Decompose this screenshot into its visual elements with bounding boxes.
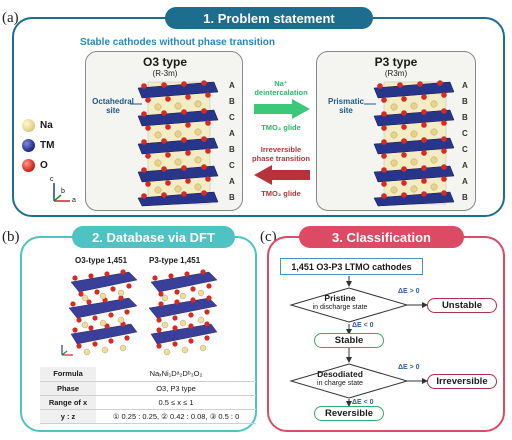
table-key: Formula <box>40 367 96 382</box>
o3-database-structure <box>68 269 138 356</box>
reversible-node: Reversible <box>314 406 384 421</box>
start-node: 1,451 O3-P3 LTMO cathodes <box>280 258 423 275</box>
desodiated-title: Desodiated <box>317 369 363 379</box>
p3-stack-2: B <box>462 97 468 106</box>
table-key: Phase <box>40 381 96 396</box>
o3-stack-1: A <box>229 81 235 90</box>
reverse-arrow-label-1: Irreversible <box>260 145 302 154</box>
table-value: NaₓNi₁Dᵃ₂Dᵇ₃O₂ <box>96 367 256 382</box>
p3-stack-6: A <box>462 161 468 170</box>
delta-positive-1: ΔE > 0 <box>398 288 420 295</box>
legend-tm-label: TM <box>40 140 55 151</box>
p3-title: P3 type <box>374 55 418 69</box>
p3-count-label: P3-type 1,451 <box>149 256 201 265</box>
o3-crystal-structure <box>137 80 219 207</box>
o3-title: O3 type <box>142 55 187 69</box>
prismatic-site-label: Prismatic site <box>327 97 365 115</box>
p3-space-group: (R3m) <box>384 69 408 78</box>
p3-stack-8: B <box>462 193 468 202</box>
o3-stack-7: A <box>229 177 235 186</box>
reverse-arrow-icon <box>254 165 310 185</box>
legend-o-label: O <box>40 160 48 171</box>
table-row: Formula NaₓNi₁Dᵃ₂Dᵇ₃O₂ <box>40 367 256 382</box>
panel-a-letter: (a) <box>2 10 19 26</box>
desodiated-sub: in charge state <box>317 380 363 387</box>
o3-space-group: (R-3m) <box>152 69 178 78</box>
stable-node: Stable <box>314 333 384 348</box>
database-axis-icon <box>61 345 73 356</box>
p3-stack-7: A <box>462 177 468 186</box>
table-value: ① 0.25 : 0.25, ② 0.42 : 0.08, ③ 0.5 : 0 <box>96 409 256 424</box>
reverse-arrow-label-2: phase transition <box>252 154 310 163</box>
axis-c-label: c <box>50 176 54 183</box>
table-row: y : z ① 0.25 : 0.25, ② 0.42 : 0.08, ③ 0.… <box>40 409 256 424</box>
o3-stack-6: C <box>229 161 235 170</box>
o3-count-label: O3-type 1,451 <box>75 256 128 265</box>
delta-positive-2: ΔE > 0 <box>398 364 420 371</box>
p3-database-structure <box>148 269 218 356</box>
pristine-title: Pristine <box>324 293 356 303</box>
classification-title: 3. Classification <box>299 226 464 248</box>
o3-stack-3: C <box>229 113 235 122</box>
unstable-node: Unstable <box>427 298 497 313</box>
table-row: Range of x 0.5 ≤ x ≤ 1 <box>40 395 256 410</box>
prismatic-site-pointer-icon <box>364 103 376 105</box>
desodiated-decision: Desodiated in charge state <box>309 369 371 389</box>
o-atom-icon <box>22 159 35 172</box>
irreversible-node: Irreversible <box>427 374 497 389</box>
delta-negative-2: ΔE < 0 <box>352 399 374 406</box>
axis-b-label: b <box>61 188 65 195</box>
o3-stack-2: B <box>229 97 235 106</box>
p3-stack-4: C <box>462 129 468 138</box>
table-key: y : z <box>40 409 96 424</box>
forward-arrow-label-2: deintercalation <box>254 88 308 97</box>
axis-triad-icon <box>53 183 70 202</box>
table-value: 0.5 ≤ x ≤ 1 <box>96 395 256 410</box>
legend-na-label: Na <box>40 120 53 131</box>
table-key: Range of x <box>40 395 96 410</box>
p3-stack-3: B <box>462 113 468 122</box>
o3-stack-4: A <box>229 129 235 138</box>
na-atom-icon <box>22 119 35 132</box>
flowchart-connectors <box>289 276 428 407</box>
forward-arrow-label-1: Na⁺ <box>274 79 288 88</box>
p3-stack-5: C <box>462 145 468 154</box>
table-row: Phase O3, P3 type <box>40 381 256 396</box>
reverse-arrow-label-3: TMO₂ glide <box>261 189 301 198</box>
delta-negative-1: ΔE < 0 <box>352 322 374 329</box>
problem-statement-title: 1. Problem statement <box>165 7 373 29</box>
o3-stack-8: B <box>229 193 235 202</box>
forward-arrow-icon <box>254 99 310 119</box>
tm-atom-icon <box>22 139 35 152</box>
axis-a-label: a <box>72 197 76 204</box>
table-value: O3, P3 type <box>96 381 256 396</box>
database-table: Formula NaₓNi₁Dᵃ₂Dᵇ₃O₂ Phase O3, P3 type… <box>40 367 256 424</box>
panel-b-letter: (b) <box>2 229 20 245</box>
database-title: 2. Database via DFT <box>72 226 235 248</box>
forward-arrow-label-3: TMO₂ glide <box>261 123 301 132</box>
p3-crystal-structure <box>373 80 455 207</box>
p3-stack-1: A <box>462 81 468 90</box>
pristine-sub: in discharge state <box>312 304 368 311</box>
octahedral-site-label: Octahedral site <box>92 97 134 115</box>
problem-subtitle: Stable cathodes without phase transition <box>80 37 276 48</box>
pristine-decision: Pristine in discharge state <box>309 293 371 313</box>
octahedral-site-pointer-icon <box>130 103 142 105</box>
o3-stack-5: B <box>229 145 235 154</box>
